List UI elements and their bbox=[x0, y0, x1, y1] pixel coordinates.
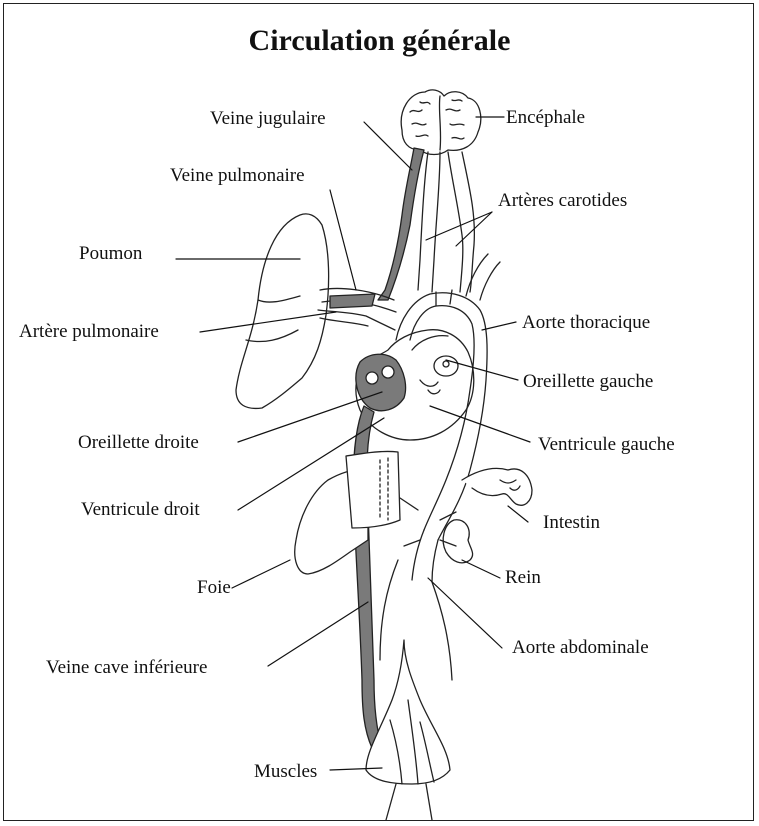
label-ventricule-droit: Ventricule droit bbox=[81, 500, 200, 519]
kidney bbox=[443, 520, 472, 563]
label-oreillette-droite: Oreillette droite bbox=[78, 433, 199, 452]
label-artere-pulmonaire: Artère pulmonaire bbox=[19, 322, 159, 341]
jugular-vein bbox=[378, 148, 424, 300]
carotid-artery-left bbox=[418, 152, 440, 292]
label-oreillette-gauche: Oreillette gauche bbox=[523, 372, 653, 391]
intestine bbox=[462, 468, 532, 505]
label-poumon: Poumon bbox=[79, 244, 142, 263]
label-muscles: Muscles bbox=[254, 762, 317, 781]
label-aorte-thoracique: Aorte thoracique bbox=[522, 313, 650, 332]
label-veine-cave-inferieure: Veine cave inférieure bbox=[46, 658, 207, 677]
lung bbox=[236, 214, 329, 409]
heart bbox=[356, 330, 474, 440]
muscle bbox=[366, 640, 450, 784]
carotid-artery-right bbox=[448, 152, 474, 292]
label-foie: Foie bbox=[197, 578, 231, 597]
abdominal-aorta bbox=[412, 530, 438, 582]
diagram-title: Circulation générale bbox=[0, 24, 759, 58]
label-encephale: Encéphale bbox=[506, 108, 585, 127]
brain-shape bbox=[401, 90, 481, 155]
label-veine-jugulaire: Veine jugulaire bbox=[210, 109, 326, 128]
label-ventricule-gauche: Ventricule gauche bbox=[538, 435, 675, 454]
label-aorte-abdominale: Aorte abdominale bbox=[512, 638, 649, 657]
label-rein: Rein bbox=[505, 568, 541, 587]
label-intestin: Intestin bbox=[543, 513, 600, 532]
label-veine-pulmonaire: Veine pulmonaire bbox=[170, 166, 305, 185]
label-arteres-carotides: Artères carotides bbox=[498, 191, 627, 210]
